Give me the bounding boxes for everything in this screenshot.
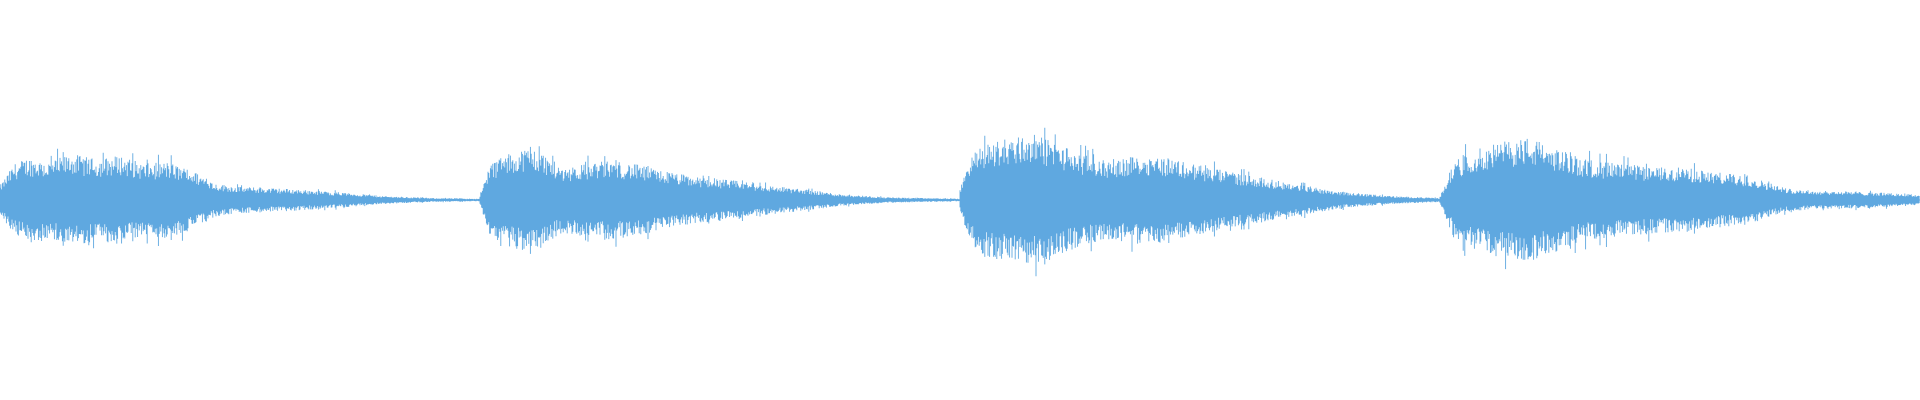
waveform-clip-2 <box>479 146 960 254</box>
waveform-bars <box>0 148 480 249</box>
waveform-clip-3 <box>959 127 1440 277</box>
waveform-clip-1 <box>0 148 480 249</box>
waveform-clip-4 <box>1439 138 1920 270</box>
waveform-bars <box>959 127 1440 277</box>
waveform-bars <box>1439 138 1920 270</box>
